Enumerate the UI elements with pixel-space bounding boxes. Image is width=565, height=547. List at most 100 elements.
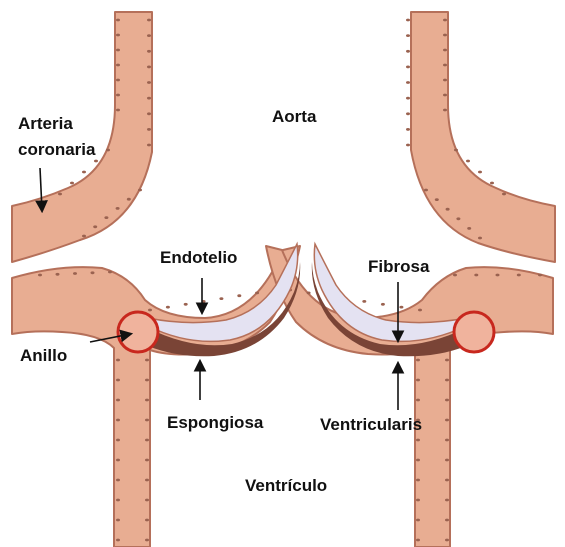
label-aorta: Aorta (272, 106, 316, 127)
wall-cell-dot (145, 459, 149, 462)
wall-cell-dot (443, 94, 447, 97)
wall-cell-dot (219, 297, 223, 300)
wall-cell-dot (127, 198, 131, 201)
wall-cell-dot (443, 49, 447, 52)
wall-cell-dot (116, 109, 120, 112)
wall-cell-dot (453, 274, 457, 277)
label-coronaria: coronaria (18, 139, 95, 160)
wall-cell-dot (106, 149, 110, 152)
left-aortic-wall (12, 12, 152, 262)
wall-cell-dot (406, 34, 410, 37)
wall-cell-dot (116, 64, 120, 67)
wall-cell-dot (454, 149, 458, 152)
wall-cell-dot (116, 459, 120, 462)
wall-cell-dot (381, 303, 385, 306)
right-ventricle-wall (266, 246, 553, 547)
wall-cell-dot (445, 499, 449, 502)
wall-cell-dot (116, 519, 120, 522)
wall-cell-dot (416, 379, 420, 382)
wall-cell-dot (166, 306, 170, 309)
wall-cell-dot (467, 227, 471, 230)
wall-cell-dot (445, 379, 449, 382)
wall-cell-dot (145, 519, 149, 522)
wall-cell-dot (116, 34, 120, 37)
wall-cell-dot (70, 182, 74, 185)
wall-cell-dot (116, 499, 120, 502)
wall-cell-dot (145, 419, 149, 422)
wall-cell-dot (406, 66, 410, 69)
wall-cell-dot (517, 274, 521, 277)
wall-cell-dot (82, 171, 86, 174)
wall-cell-dot (490, 182, 494, 185)
wall-cell-dot (116, 19, 120, 22)
wall-cell-dot (147, 50, 151, 53)
wall-cell-dot (237, 294, 241, 297)
wall-cell-dot (147, 128, 151, 131)
wall-cell-dot (445, 439, 449, 442)
wall-cell-dot (443, 19, 447, 22)
wall-cell-dot (58, 193, 62, 196)
wall-cell-dot (116, 359, 120, 362)
wall-cell-dot (116, 419, 120, 422)
wall-cell-dot (445, 539, 449, 542)
wall-cell-dot (418, 309, 422, 312)
label-ventriculo: Ventrículo (245, 475, 327, 496)
wall-cell-dot (406, 81, 410, 84)
wall-cell-dot (445, 459, 449, 462)
wall-cell-dot (406, 50, 410, 53)
wall-cell-dot (145, 359, 149, 362)
label-anillo: Anillo (20, 345, 67, 366)
wall-cell-dot (445, 479, 449, 482)
wall-cell-dot (147, 112, 151, 115)
wall-cell-dot (116, 94, 120, 97)
wall-cell-dot (116, 49, 120, 52)
wall-cell-dot (416, 499, 420, 502)
wall-cell-dot (148, 309, 152, 312)
wall-cell-dot (416, 519, 420, 522)
wall-cell-dot (406, 19, 410, 22)
wall-cell-dot (147, 144, 151, 147)
wall-cell-dot (116, 439, 120, 442)
wall-cell-dot (116, 399, 120, 402)
wall-cell-dot (399, 306, 403, 309)
wall-cell-dot (116, 539, 120, 542)
wall-cell-dot (443, 109, 447, 112)
wall-cell-dot (445, 419, 449, 422)
wall-cell-dot (145, 439, 149, 442)
wall-cell-dot (116, 379, 120, 382)
wall-cell-dot (145, 399, 149, 402)
wall-cell-dot (406, 97, 410, 100)
wall-cell-dot (108, 271, 112, 274)
wall-cell-dot (443, 64, 447, 67)
wall-cell-dot (445, 359, 449, 362)
wall-cell-dot (478, 171, 482, 174)
wall-cell-dot (416, 479, 420, 482)
wall-cell-dot (91, 271, 95, 274)
label-arteria: Arteria (18, 113, 73, 134)
wall-cell-dot (138, 189, 142, 192)
label-espongiosa: Espongiosa (167, 412, 263, 433)
wall-cell-dot (145, 539, 149, 542)
wall-cell-dot (255, 292, 259, 295)
wall-cell-dot (147, 97, 151, 100)
wall-cell-dot (443, 34, 447, 37)
wall-cell-dot (466, 160, 470, 163)
right-annulus-ring (454, 312, 494, 352)
wall-cell-dot (145, 499, 149, 502)
wall-cell-dot (416, 539, 420, 542)
label-endotelio: Endotelio (160, 247, 237, 268)
wall-cell-dot (416, 399, 420, 402)
wall-cell-dot (406, 144, 410, 147)
wall-cell-dot (416, 459, 420, 462)
wall-cell-dot (82, 235, 86, 238)
right-aortic-wall (411, 12, 555, 262)
wall-cell-dot (116, 479, 120, 482)
wall-cell-dot (474, 274, 478, 277)
wall-cell-dot (362, 300, 366, 303)
wall-cell-dot (406, 112, 410, 115)
wall-cell-dot (446, 208, 450, 211)
wall-cell-dot (496, 274, 500, 277)
wall-cell-dot (104, 216, 108, 219)
wall-cell-dot (443, 79, 447, 82)
